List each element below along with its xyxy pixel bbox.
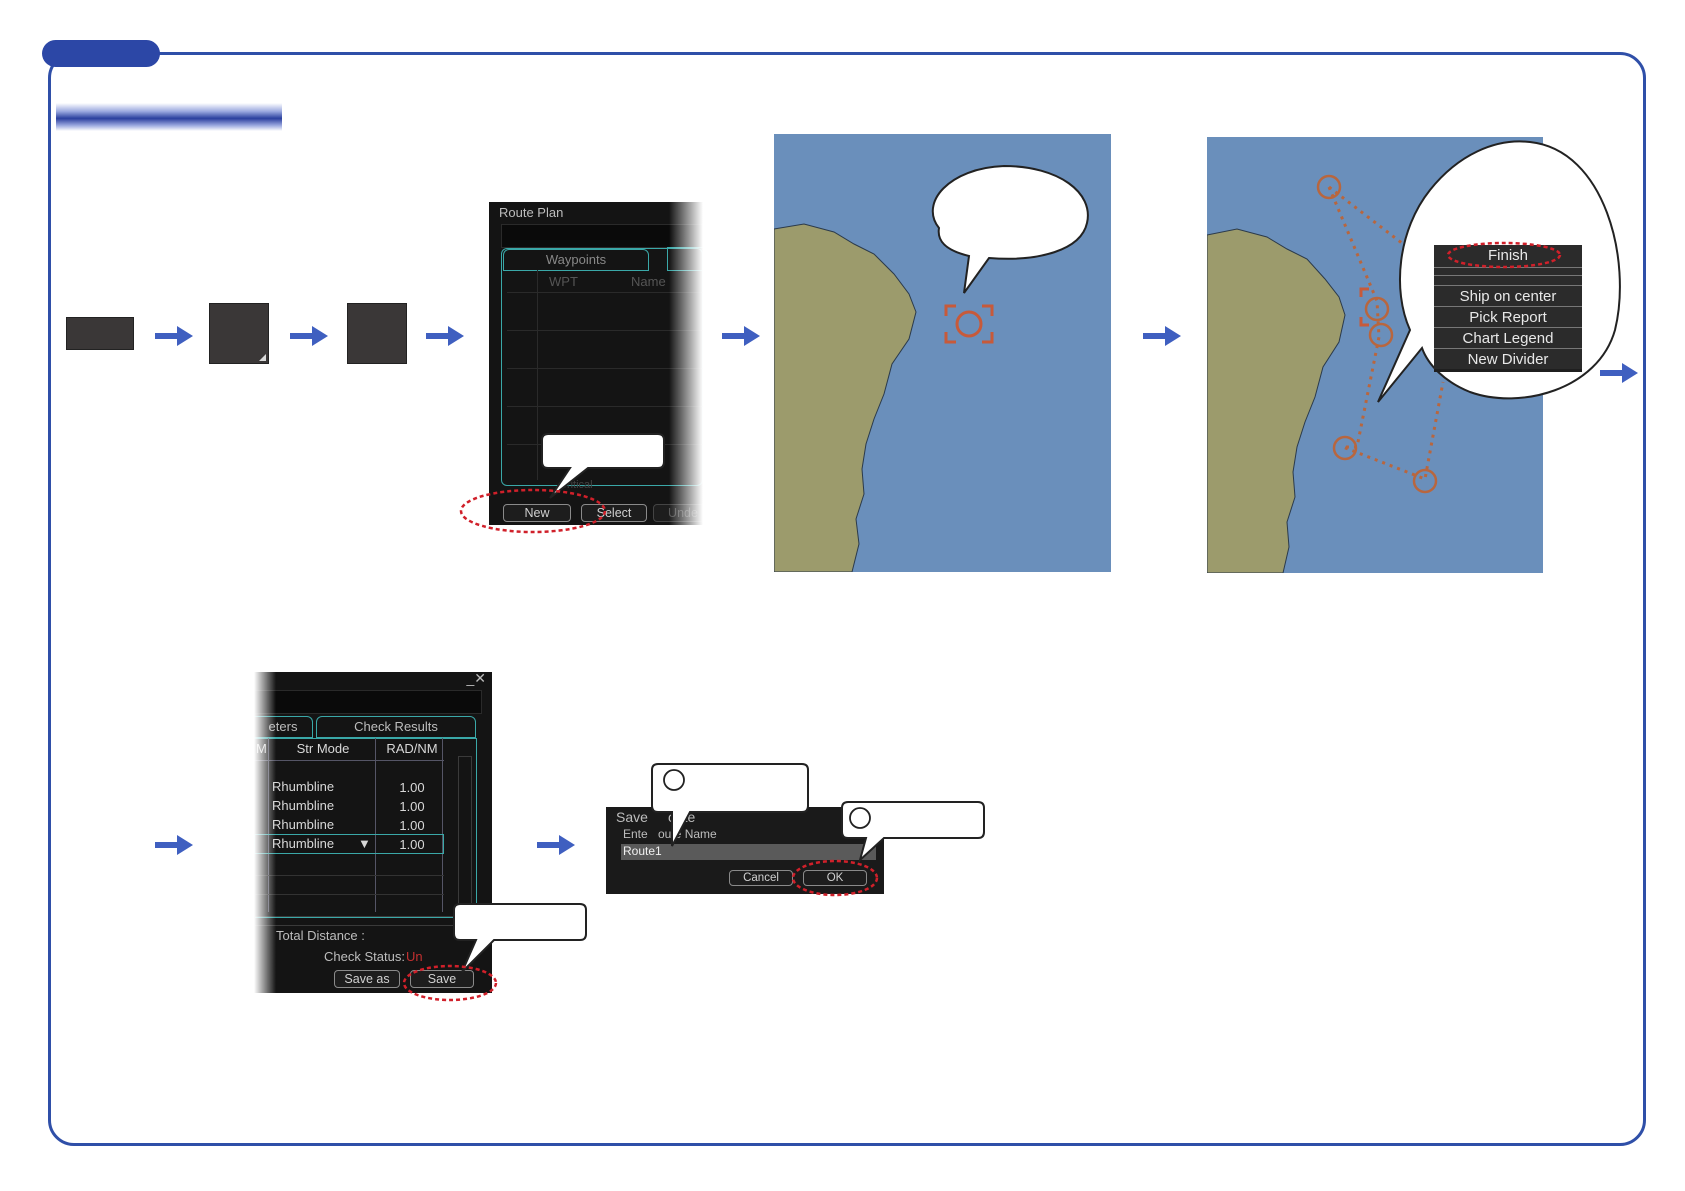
row-divider bbox=[507, 406, 703, 407]
dialog-title-start: Save bbox=[616, 809, 648, 825]
row-rad: 1.00 bbox=[399, 799, 425, 814]
fade-edge bbox=[669, 202, 703, 525]
context-menu: Finish Ship on center Pick Report Chart … bbox=[1434, 245, 1582, 372]
close-icon[interactable]: _✕ bbox=[466, 672, 486, 686]
coastline-route bbox=[1207, 174, 1445, 573]
total-distance-label: Total Distance : bbox=[276, 928, 365, 943]
col-divider bbox=[442, 738, 443, 912]
row-divider bbox=[254, 875, 444, 876]
save-callout bbox=[453, 903, 587, 973]
save-highlight-ring bbox=[402, 964, 498, 1002]
fade-edge bbox=[254, 672, 276, 993]
page-frame bbox=[48, 52, 1646, 1146]
arrow-right-icon bbox=[722, 325, 760, 347]
menu-item-new-divider[interactable]: New Divider bbox=[1434, 348, 1582, 369]
horizontal-scrollbar[interactable] bbox=[254, 916, 478, 926]
col-divider bbox=[537, 270, 538, 480]
tab-waypoints[interactable]: Waypoints bbox=[503, 249, 649, 271]
menu-separator bbox=[1434, 267, 1582, 275]
dropdown-arrow-icon[interactable]: ▼ bbox=[358, 836, 371, 851]
row-divider bbox=[507, 330, 703, 331]
arrow-right-icon bbox=[1143, 325, 1181, 347]
cursor-target-icon bbox=[944, 304, 994, 344]
name-callout bbox=[651, 763, 809, 847]
menu-item-pick-report[interactable]: Pick Report bbox=[1434, 306, 1582, 327]
coastline bbox=[774, 223, 917, 572]
row-mode: Rhumbline bbox=[272, 798, 335, 813]
click-callout bbox=[931, 164, 1089, 294]
route-plan-panel: Route Plan Waypoints WPT Name Critical N… bbox=[489, 202, 703, 525]
arrow-right-icon bbox=[290, 325, 328, 347]
new-callout bbox=[540, 432, 666, 499]
route-table-panel: _✕ eters Check Results M Str Mode RAD/NM… bbox=[254, 672, 492, 993]
col-divider bbox=[375, 738, 376, 912]
ok-button[interactable]: OK bbox=[803, 870, 867, 886]
menu-item-chart-legend[interactable]: Chart Legend bbox=[1434, 327, 1582, 348]
row-mode: Rhumbline bbox=[272, 836, 335, 851]
menu-item-finish[interactable]: Finish bbox=[1434, 245, 1582, 267]
check-status-value: Un bbox=[406, 949, 423, 964]
route-plan-title: Route Plan bbox=[499, 205, 564, 220]
row-rad: 1.00 bbox=[399, 837, 425, 852]
row-rad: 1.00 bbox=[399, 780, 425, 795]
chart-map-1[interactable] bbox=[774, 134, 1111, 572]
table-frame bbox=[254, 738, 477, 918]
row-mode: Rhumbline bbox=[272, 779, 335, 794]
route-name-label-start: Ente bbox=[623, 827, 648, 841]
ok-highlight-ring bbox=[791, 859, 879, 897]
submenu-corner-icon bbox=[259, 354, 266, 361]
col-str-mode: Str Mode bbox=[296, 741, 350, 756]
arrow-right-icon bbox=[155, 325, 193, 347]
menu-separator bbox=[1434, 275, 1582, 285]
heading-bar bbox=[56, 103, 282, 131]
route-menu-button[interactable] bbox=[210, 304, 268, 363]
route-planning-button[interactable] bbox=[348, 304, 406, 363]
vertical-scrollbar[interactable] bbox=[458, 756, 472, 914]
menu-item-ship-on-center[interactable]: Ship on center bbox=[1434, 285, 1582, 306]
arrow-right-icon bbox=[537, 834, 575, 856]
col-name: Name bbox=[631, 274, 666, 289]
row-mode: Rhumbline bbox=[272, 817, 335, 832]
arrow-right-icon bbox=[155, 834, 193, 856]
tab-check-results[interactable]: Check Results bbox=[316, 716, 476, 738]
col-wpt: WPT bbox=[549, 274, 578, 289]
save-button[interactable]: Save bbox=[410, 970, 474, 988]
row-rad: 1.00 bbox=[399, 818, 425, 833]
col-rad-nm: RAD/NM bbox=[386, 741, 438, 756]
route-name-value: Route1 bbox=[623, 844, 662, 858]
finish-highlight-ring bbox=[1446, 241, 1562, 269]
name-field[interactable] bbox=[254, 690, 482, 714]
check-status-label: Check Status: bbox=[324, 949, 405, 964]
arrow-right-icon bbox=[1600, 362, 1638, 384]
new-highlight-ring bbox=[459, 488, 607, 534]
arrow-right-icon bbox=[426, 325, 464, 347]
row-divider bbox=[507, 292, 703, 293]
new-button[interactable]: New bbox=[503, 504, 571, 522]
menu-key-button[interactable] bbox=[67, 318, 133, 349]
row-divider bbox=[254, 894, 444, 895]
row-divider bbox=[507, 368, 703, 369]
step-tab bbox=[42, 40, 160, 67]
cancel-button[interactable]: Cancel bbox=[729, 870, 793, 886]
ok-callout bbox=[841, 801, 985, 862]
header-divider bbox=[254, 760, 444, 761]
save-as-button[interactable]: Save as bbox=[334, 970, 400, 988]
select-button[interactable]: Select bbox=[581, 504, 647, 522]
route-name-input[interactable]: Route1 bbox=[621, 844, 876, 860]
